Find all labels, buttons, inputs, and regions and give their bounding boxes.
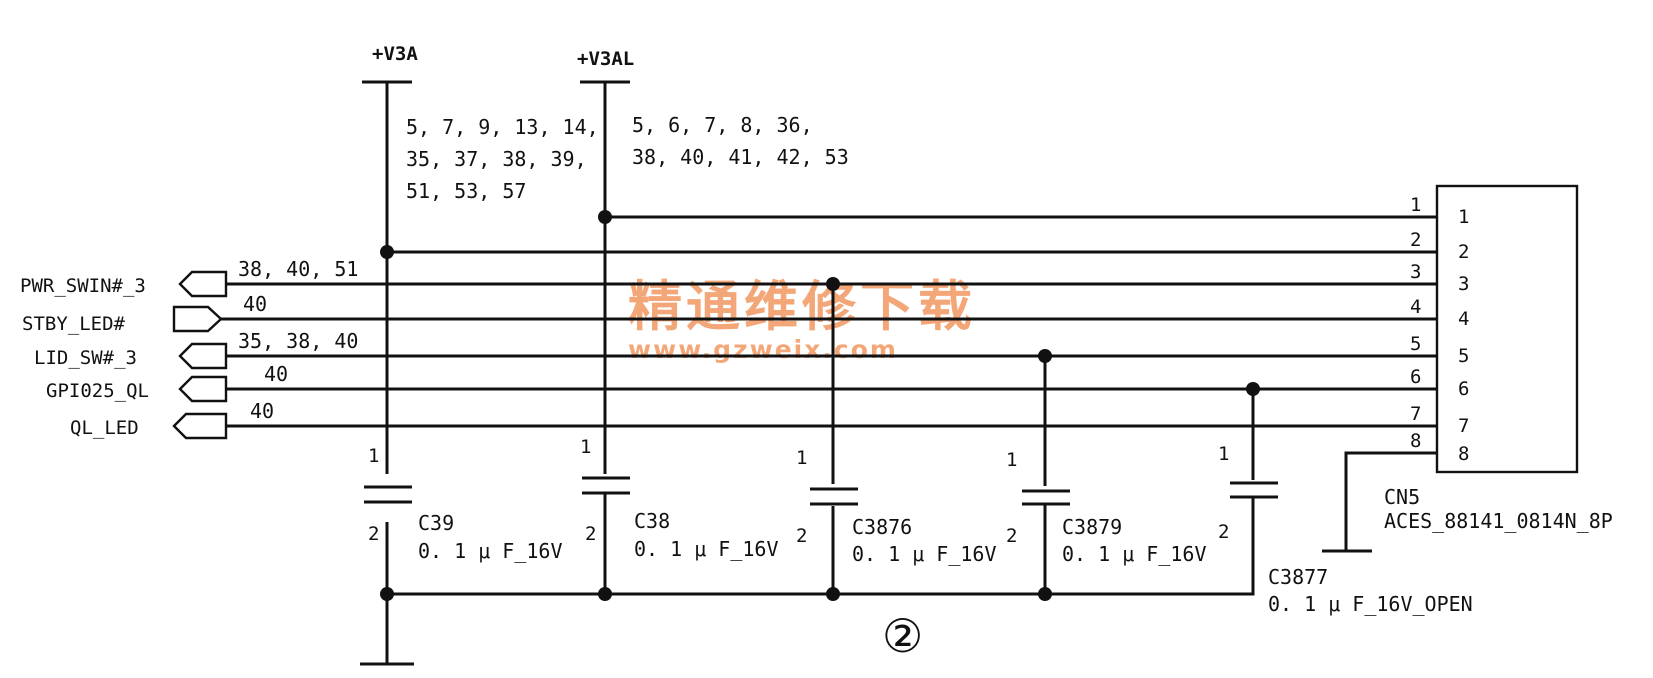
cap-c3877-value: 0. 1 μ F_16V_OPEN	[1268, 592, 1473, 616]
cap-c3877-pin2: 2	[1218, 521, 1229, 543]
port-stby-led: STBY_LED# 40	[22, 292, 267, 335]
rail-v3a-ref-1: 5, 7, 9, 13, 14,	[406, 115, 599, 139]
port-lid-sw-ref: 35, 38, 40	[238, 329, 358, 353]
rail-v3al-ref-2: 38, 40, 41, 42, 53	[632, 145, 849, 169]
cap-c38-value: 0. 1 μ F_16V	[634, 537, 779, 561]
cn5-pin-inner-1: 1	[1458, 206, 1469, 228]
cap-c3876-pin2: 2	[796, 525, 807, 547]
cn5-pin-outer-7: 7	[1410, 403, 1421, 425]
cn5-pin-outer-5: 5	[1410, 333, 1421, 355]
cap-c39-pin1: 1	[368, 445, 379, 467]
watermark-url: www.gzweix.com	[628, 335, 898, 364]
cap-c3877-ref: C3877	[1268, 565, 1328, 589]
port-ql-led: QL_LED 40	[70, 399, 274, 440]
cap-c3876-symbol	[810, 487, 858, 506]
cap-c3879-pin2: 2	[1006, 525, 1017, 547]
port-pwr-swin: PWR_SWIN#_3 38, 40, 51	[20, 257, 358, 298]
cn5-pin-outer-4: 4	[1410, 296, 1421, 318]
cap-c38-symbol	[582, 476, 630, 495]
port-lid-sw: LID_SW#_3 35, 38, 40	[34, 329, 358, 370]
cap-c3876-value: 0. 1 μ F_16V	[852, 542, 997, 566]
cn5-pin-outer-6: 6	[1410, 366, 1421, 388]
cap-c3876-pin1: 1	[796, 447, 807, 469]
cap-c39-ref: C39	[418, 511, 454, 535]
port-ql-led-ref: 40	[250, 399, 274, 423]
cap-c39: 1 2 C39 0. 1 μ F_16V	[368, 445, 563, 563]
cn5-pin-inner-3: 3	[1458, 273, 1469, 295]
cap-c3879-pin1: 1	[1006, 449, 1017, 471]
junction-dot	[380, 587, 394, 601]
cap-c38-ref: C38	[634, 509, 670, 533]
cn5-pin-outer-1: 1	[1410, 194, 1421, 216]
cn5-pin-outer-3: 3	[1410, 261, 1421, 283]
cap-c3876: 1 2 C3876 0. 1 μ F_16V	[796, 447, 997, 566]
cap-c3877: 1 2 C3877 0. 1 μ F_16V_OPEN	[1218, 443, 1473, 616]
connector-cn5-ref: CN5	[1384, 485, 1420, 509]
cn5-pin-inner-2: 2	[1458, 241, 1469, 263]
junction-dot	[598, 210, 612, 224]
junction-dot	[1038, 349, 1052, 363]
cn5-pin-inner-8: 8	[1458, 443, 1469, 465]
cap-c3879-value: 0. 1 μ F_16V	[1062, 542, 1207, 566]
cn5-pin-outer-8: 8	[1410, 430, 1421, 452]
rail-v3a-ref-3: 51, 53, 57	[406, 179, 526, 203]
cap-c3879-ref: C3879	[1062, 515, 1122, 539]
circled-number-label: ②	[882, 609, 923, 663]
cap-c38: 1 2 C38 0. 1 μ F_16V	[580, 436, 779, 561]
port-gpi025-ql: GPI025_QL 40	[46, 362, 288, 403]
port-pwr-swin-label: PWR_SWIN#_3	[20, 275, 146, 297]
cn5-pin-outer-2: 2	[1410, 229, 1421, 251]
cap-c39-symbol	[364, 485, 412, 504]
rail-v3al-ref-1: 5, 6, 7, 8, 36,	[632, 113, 813, 137]
cn5-pin-inner-6: 6	[1458, 378, 1469, 400]
junction-dot	[380, 245, 394, 259]
junction-dot	[826, 587, 840, 601]
port-pwr-swin-ref: 38, 40, 51	[238, 257, 358, 281]
connector-cn5-part: ACES_88141_0814N_8P	[1384, 509, 1613, 533]
rail-v3a-label: +V3A	[372, 43, 418, 65]
port-stby-led-ref: 40	[243, 292, 267, 316]
cap-c3876-ref: C3876	[852, 515, 912, 539]
cap-c3877-symbol	[1230, 481, 1278, 499]
junction-dot	[598, 587, 612, 601]
junction-dot	[1246, 382, 1260, 396]
cap-c38-pin2: 2	[585, 523, 596, 545]
connector-cn5-body	[1435, 184, 1579, 474]
cap-c39-pin2: 2	[368, 523, 379, 545]
junction-dot	[1038, 587, 1052, 601]
port-gpi025-ql-label: GPI025_QL	[46, 380, 149, 402]
cap-c3879-symbol	[1022, 489, 1070, 506]
cap-c38-pin1: 1	[580, 436, 591, 458]
cn5-pin-inner-7: 7	[1458, 415, 1469, 437]
port-lid-sw-label: LID_SW#_3	[34, 347, 137, 369]
cap-c3877-pin1: 1	[1218, 443, 1229, 465]
cn5-pin-inner-5: 5	[1458, 345, 1469, 367]
port-ql-led-label: QL_LED	[70, 417, 139, 439]
junction-dot	[826, 277, 840, 291]
cap-c39-value: 0. 1 μ F_16V	[418, 539, 563, 563]
rail-v3a: +V3A 5, 7, 9, 13, 14, 35, 37, 38, 39, 51…	[360, 43, 599, 666]
cn5-pin-inner-4: 4	[1458, 308, 1469, 330]
port-stby-led-label: STBY_LED#	[22, 313, 126, 335]
rail-v3a-ref-2: 35, 37, 38, 39,	[406, 147, 587, 171]
rail-v3al: +V3AL 5, 6, 7, 8, 36, 38, 40, 41, 42, 53	[577, 48, 849, 594]
port-gpi025-ql-ref: 40	[264, 362, 288, 386]
cap-c3879: 1 2 C3879 0. 1 μ F_16V	[1006, 449, 1207, 566]
rail-v3al-label: +V3AL	[577, 48, 634, 70]
connector-cn5: CN5 ACES_88141_0814N_8P	[1384, 184, 1613, 533]
